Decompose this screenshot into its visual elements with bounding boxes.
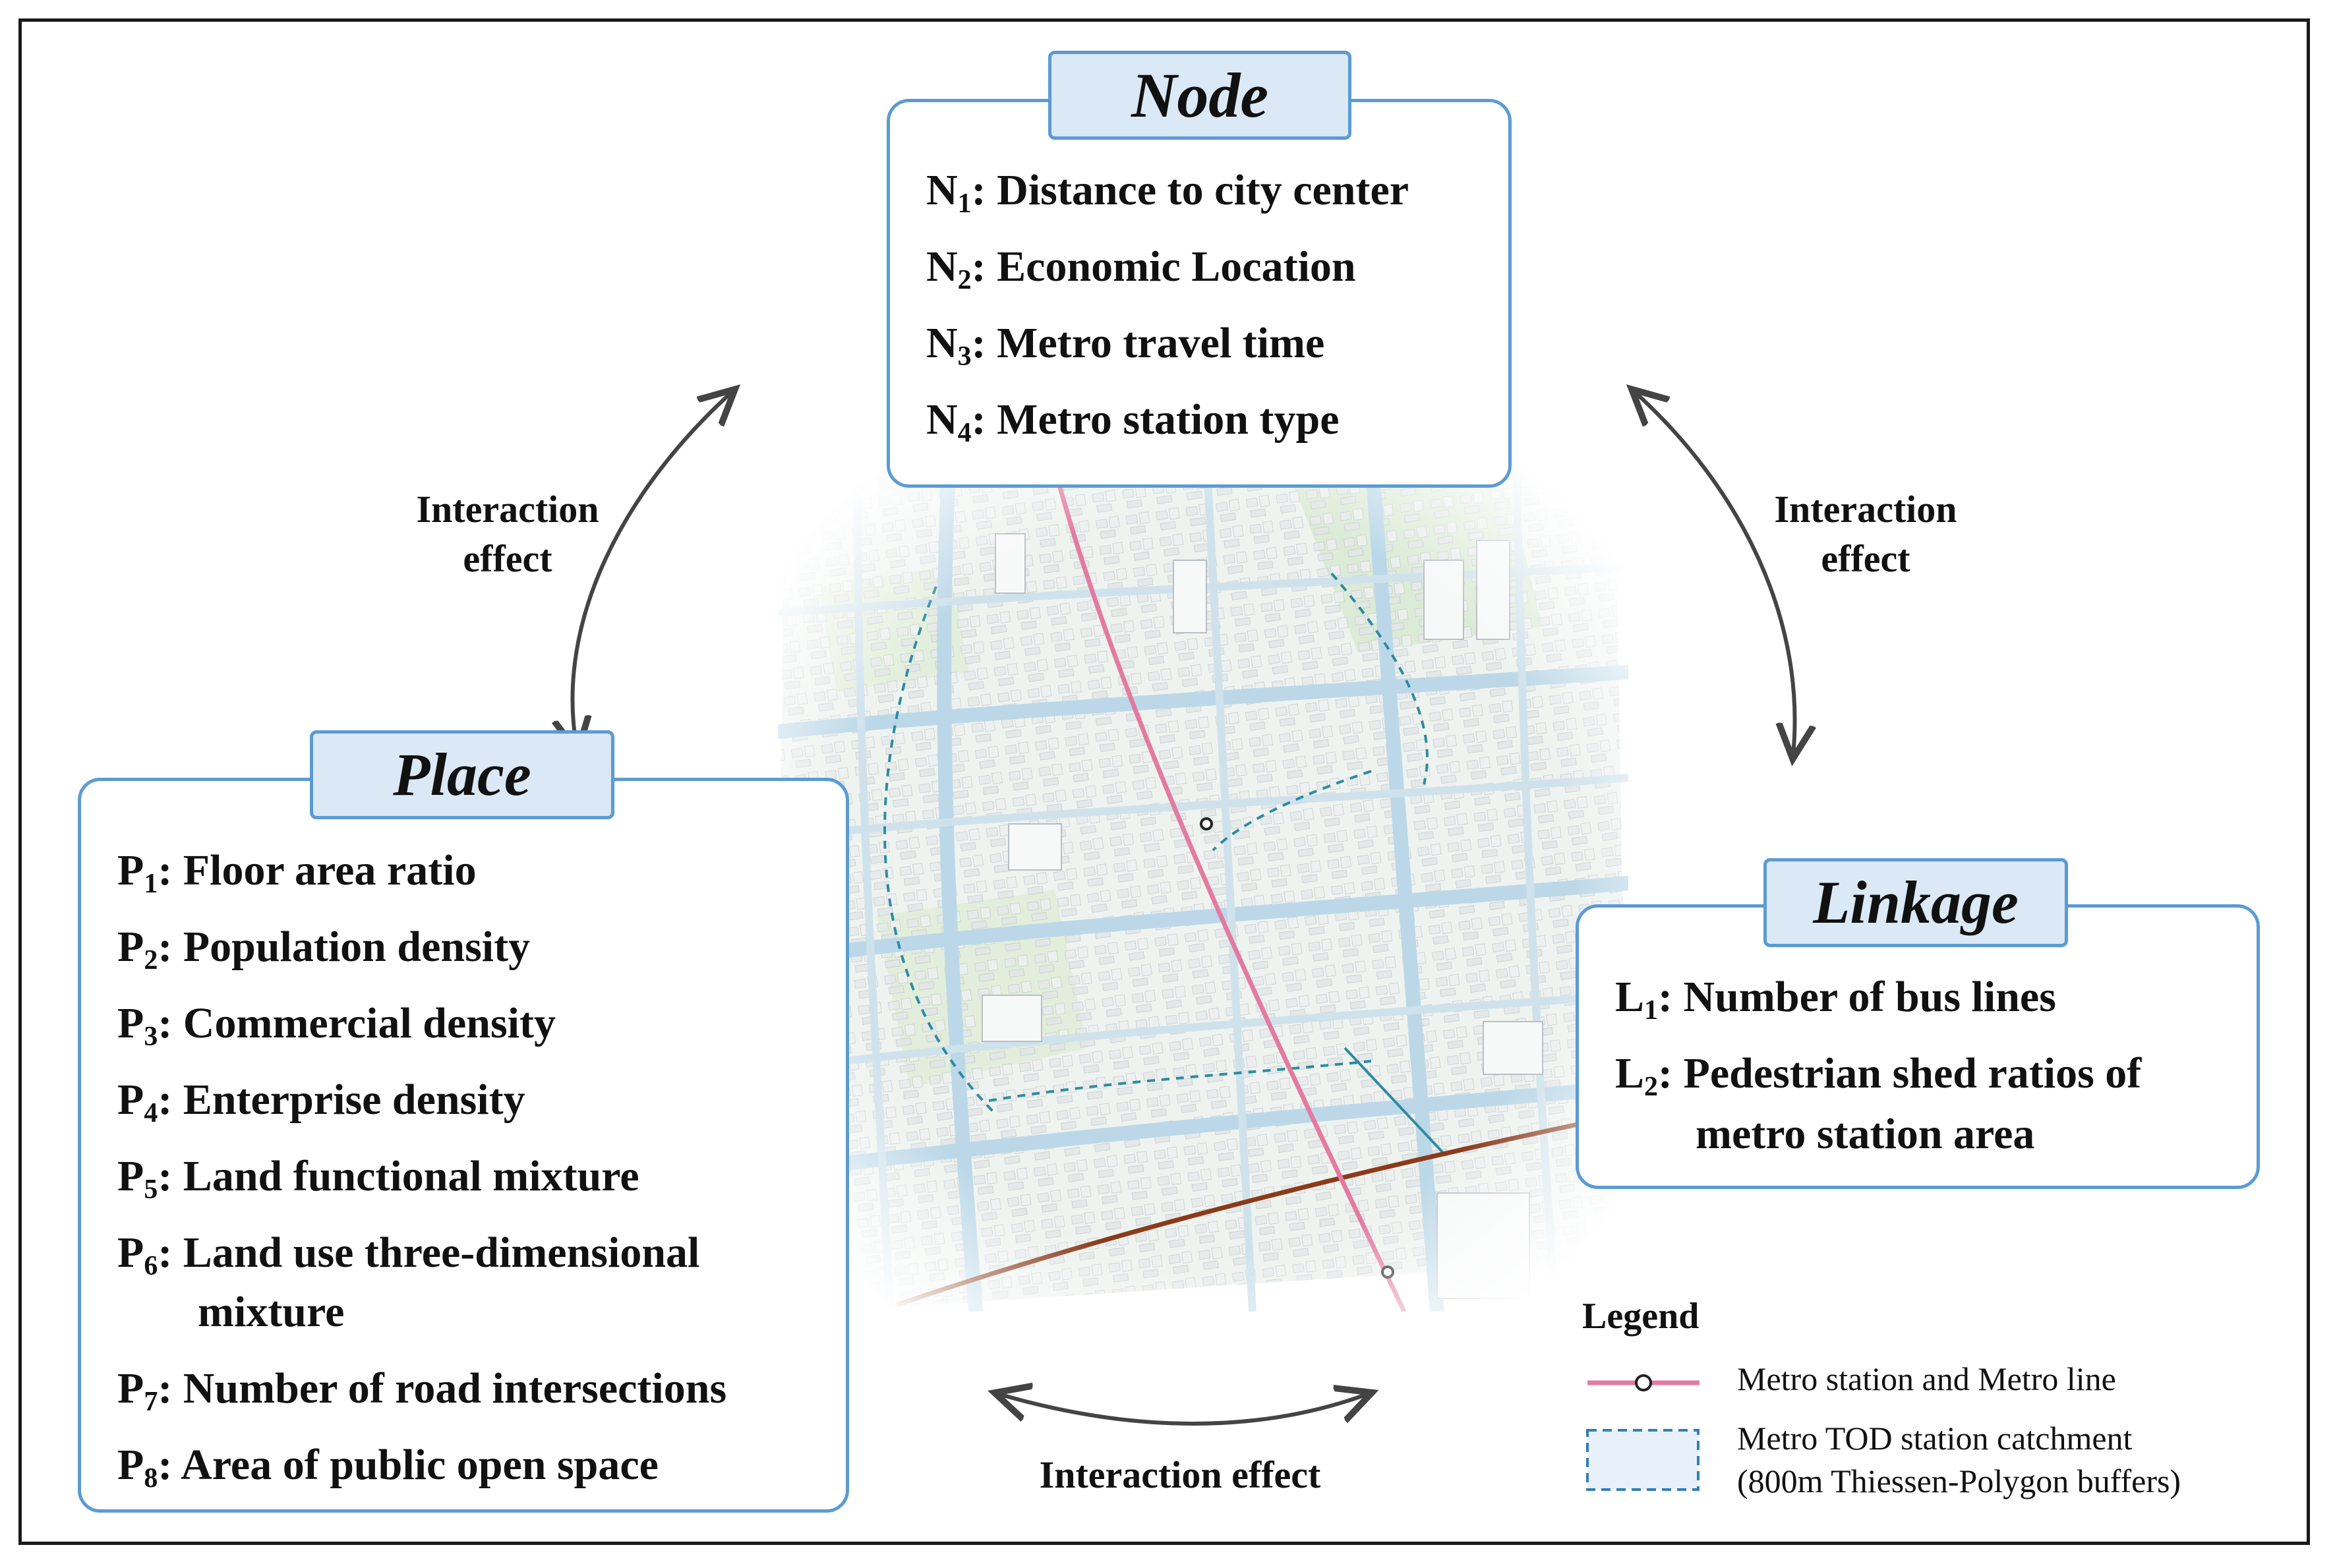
linkage-item-1: L1: Number of bus lines bbox=[1615, 973, 2056, 1026]
legend-catchment-label: Metro TOD station catchment (800m Thiess… bbox=[1737, 1420, 2181, 1499]
linkage-item-2: L2: Pedestrian shed ratios of bbox=[1615, 1049, 2142, 1102]
place-item-7: P7: Number of road intersections bbox=[117, 1364, 727, 1417]
place-item-2: P2: Population density bbox=[117, 923, 531, 975]
node-item-1: N1: Distance to city center bbox=[926, 166, 1409, 219]
node-title: Node bbox=[1048, 51, 1351, 140]
linkage-title: Linkage bbox=[1763, 858, 2068, 947]
linkage-item-2-cont: metro station area bbox=[1696, 1110, 2035, 1158]
city-map bbox=[778, 455, 1628, 1312]
node-item-4: N4: Metro station type bbox=[926, 395, 1340, 448]
legend-title: Legend bbox=[1582, 1296, 1700, 1337]
legend-metro-label: Metro station and Metro line bbox=[1737, 1360, 2116, 1397]
place-title: Place bbox=[310, 730, 614, 819]
legend-metro-symbol bbox=[1587, 1374, 1700, 1391]
figure-frame bbox=[18, 18, 2310, 1545]
place-item-6: P6: Land use three-dimensional bbox=[117, 1229, 700, 1281]
node-item-3: N3: Metro travel time bbox=[926, 319, 1325, 372]
place-item-3: P3: Commercial density bbox=[117, 999, 556, 1052]
legend-catchment-symbol bbox=[1586, 1429, 1700, 1491]
node-item-2: N2: Economic Location bbox=[926, 243, 1356, 295]
linkage-box bbox=[1576, 904, 2260, 1189]
place-item-1: P1: Floor area ratio bbox=[117, 846, 477, 899]
place-item-5: P5: Land functional mixture bbox=[117, 1152, 639, 1205]
place-item-6-cont: mixture bbox=[198, 1288, 345, 1336]
arrow-place-node bbox=[572, 392, 732, 748]
interaction-label-left: Interaction effect bbox=[416, 488, 599, 581]
place-item-8: P8: Area of public open space bbox=[117, 1441, 659, 1494]
place-item-4: P4: Enterprise density bbox=[117, 1076, 525, 1128]
interaction-label-right: Interaction effect bbox=[1774, 488, 1957, 581]
interaction-label-bottom: Interaction effect bbox=[1039, 1453, 1321, 1496]
arrow-place-linkage bbox=[999, 1394, 1368, 1426]
arrow-node-linkage bbox=[1635, 392, 1795, 755]
